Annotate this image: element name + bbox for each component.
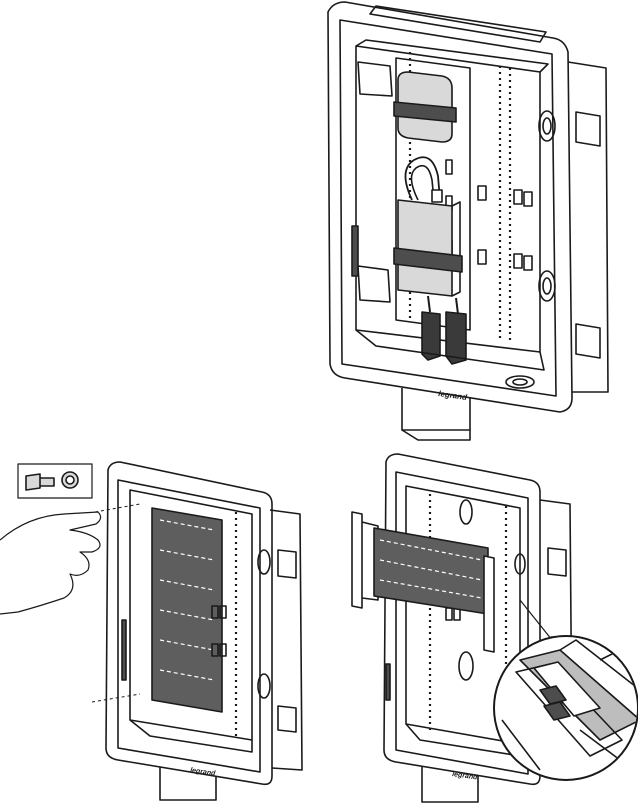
plug-connectors	[421, 295, 467, 365]
knockout-circle	[538, 110, 556, 142]
side-flange-right	[567, 61, 609, 393]
mounting-pin-icon	[25, 473, 55, 491]
brand-logo-top: legrand	[438, 389, 469, 402]
mounting-pin-callout	[17, 463, 93, 499]
cable-loop	[404, 156, 441, 201]
zoom-detail	[493, 635, 638, 781]
mounting-bracket	[351, 511, 495, 653]
conduit-stub	[401, 388, 471, 441]
grid-panel	[151, 507, 223, 713]
brand-logo-right: legrand	[452, 771, 479, 782]
brand-logo-left: legrand	[190, 767, 217, 778]
hand-illustration	[0, 511, 102, 615]
lower-module	[393, 189, 463, 297]
enclosure-top: legrand	[327, 1, 609, 441]
upper-module	[393, 71, 457, 143]
enclosure-left: legrand	[91, 461, 303, 801]
